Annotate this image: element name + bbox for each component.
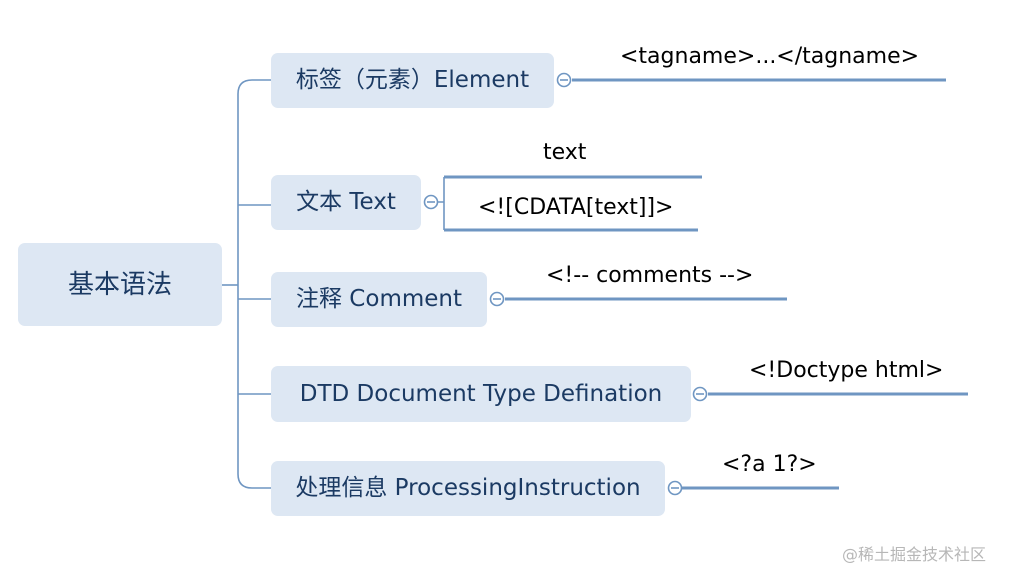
branch-node-dtd[interactable]: DTD Document Type Defination <box>271 366 691 422</box>
branch-node-element[interactable]: 标签（元素）Element <box>271 53 554 108</box>
branch-node-pi[interactable]: 处理信息 ProcessingInstruction <box>271 461 665 516</box>
branch-node-text[interactable]: 文本 Text <box>271 175 421 230</box>
collapse-toggle-element[interactable] <box>556 72 572 88</box>
branch-node-comment[interactable]: 注释 Comment <box>271 272 487 327</box>
leaf-text-plain[interactable]: text <box>543 140 587 165</box>
leaf-element-syntax[interactable]: <tagname>...</tagname> <box>620 44 920 69</box>
trunk-bottom <box>237 473 272 489</box>
collapse-toggle-dtd[interactable] <box>692 386 708 402</box>
collapse-toggle-pi[interactable] <box>667 480 683 496</box>
watermark: @稀土掘金技术社区 <box>842 545 987 564</box>
leaf-comment-syntax[interactable]: <!-- comments --> <box>546 263 754 288</box>
collapse-toggle-comment[interactable] <box>489 291 505 307</box>
leaf-dtd-syntax[interactable]: <!Doctype html> <box>749 358 944 383</box>
collapse-toggle-text[interactable] <box>423 194 439 210</box>
leaf-text-cdata[interactable]: <![CDATA[text]]> <box>478 195 674 220</box>
text-branch-bracket <box>438 177 445 230</box>
leaf-pi-syntax[interactable]: <?a 1?> <box>722 452 817 477</box>
root-node[interactable]: 基本语法 <box>18 243 222 326</box>
trunk-line <box>237 79 272 95</box>
